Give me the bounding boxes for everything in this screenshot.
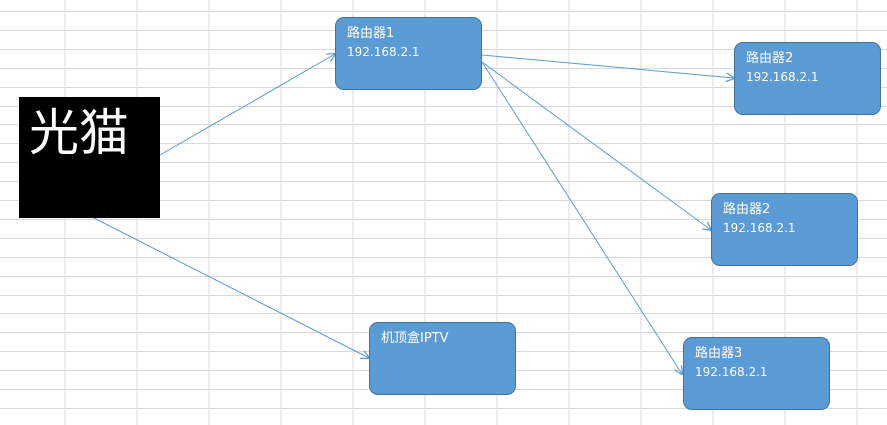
iptv-name: 机顶盒IPTV <box>381 331 449 346</box>
router1-name: 路由器1 <box>347 26 395 41</box>
router2-top-ip: 192.168.2.1 <box>746 70 819 84</box>
router3-node[interactable]: 路由器3 192.168.2.1 <box>683 337 830 410</box>
optical-modem-box[interactable]: 光猫 <box>19 97 160 218</box>
router3-name: 路由器3 <box>695 346 743 361</box>
router1-ip: 192.168.2.1 <box>347 45 420 59</box>
router3-ip: 192.168.2.1 <box>695 365 768 379</box>
optical-modem-label: 光猫 <box>29 104 129 162</box>
iptv-settop-box-node[interactable]: 机顶盒IPTV <box>369 322 516 395</box>
router2-middle-ip: 192.168.2.1 <box>723 221 796 235</box>
router2-middle-name: 路由器2 <box>723 202 771 217</box>
router2-top-name: 路由器2 <box>746 51 794 66</box>
router1-node[interactable]: 路由器1 192.168.2.1 <box>335 17 482 90</box>
router2-node-middle[interactable]: 路由器2 192.168.2.1 <box>711 193 858 266</box>
router2-node-top[interactable]: 路由器2 192.168.2.1 <box>734 42 881 115</box>
